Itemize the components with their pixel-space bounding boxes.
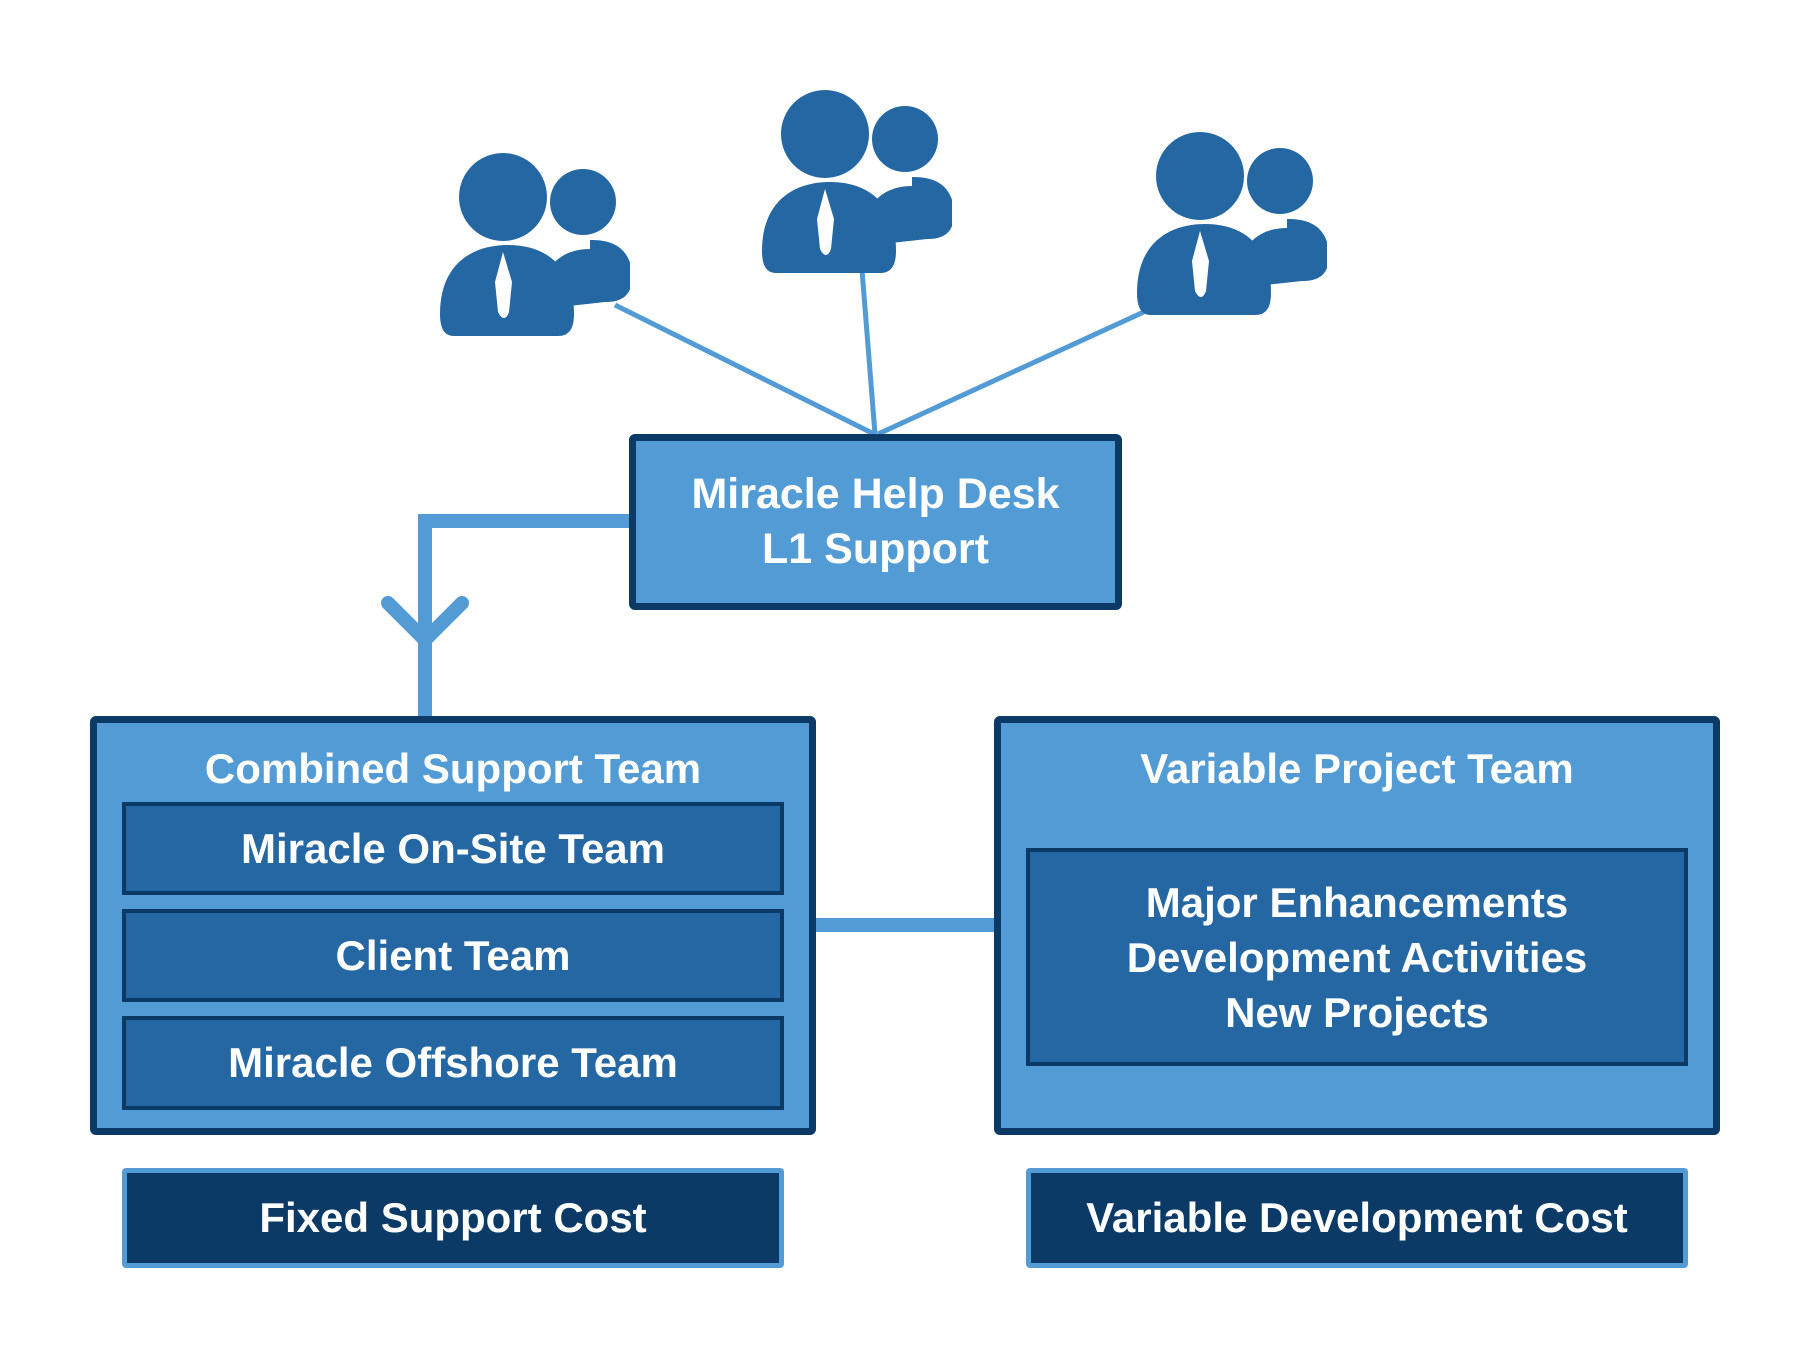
- help-desk-line2: L1 Support: [762, 525, 989, 573]
- support-item-offshore: Miracle Offshore Team: [122, 1016, 784, 1110]
- user-group-icon: [440, 153, 632, 336]
- arrow-head: [381, 596, 469, 647]
- support-item-client: Client Team: [122, 909, 784, 1002]
- help-desk-box: Miracle Help Desk L1 Support: [629, 434, 1122, 610]
- user-group-icon: [1137, 132, 1329, 315]
- project-activity: Development Activities: [1126, 933, 1588, 981]
- variable-project-team-title: Variable Project Team: [1140, 745, 1574, 792]
- support-item-onsite: Miracle On-Site Team: [122, 802, 784, 895]
- project-activities-list: Major Enhancements Development Activitie…: [1127, 875, 1588, 1040]
- project-activity: Major Enhancements: [1145, 878, 1569, 926]
- help-desk-line1: Miracle Help Desk: [691, 470, 1060, 518]
- connector-right-icon: [876, 307, 1150, 437]
- fixed-support-cost-label: Fixed Support Cost: [122, 1168, 784, 1268]
- connector-center-icon: [859, 269, 878, 435]
- help-desk-label: Miracle Help Desk L1 Support: [691, 467, 1059, 577]
- connector-helpdesk-to-support: [418, 514, 629, 716]
- connector-lines: [381, 269, 1150, 932]
- variable-development-cost-label: Variable Development Cost: [1026, 1168, 1688, 1268]
- user-group-icon: [762, 90, 954, 273]
- combined-support-team-title: Combined Support Team: [204, 745, 702, 792]
- connector-left-icon: [613, 302, 876, 437]
- project-activities-box: Major Enhancements Development Activitie…: [1026, 848, 1688, 1066]
- project-activity: New Projects: [1225, 988, 1489, 1036]
